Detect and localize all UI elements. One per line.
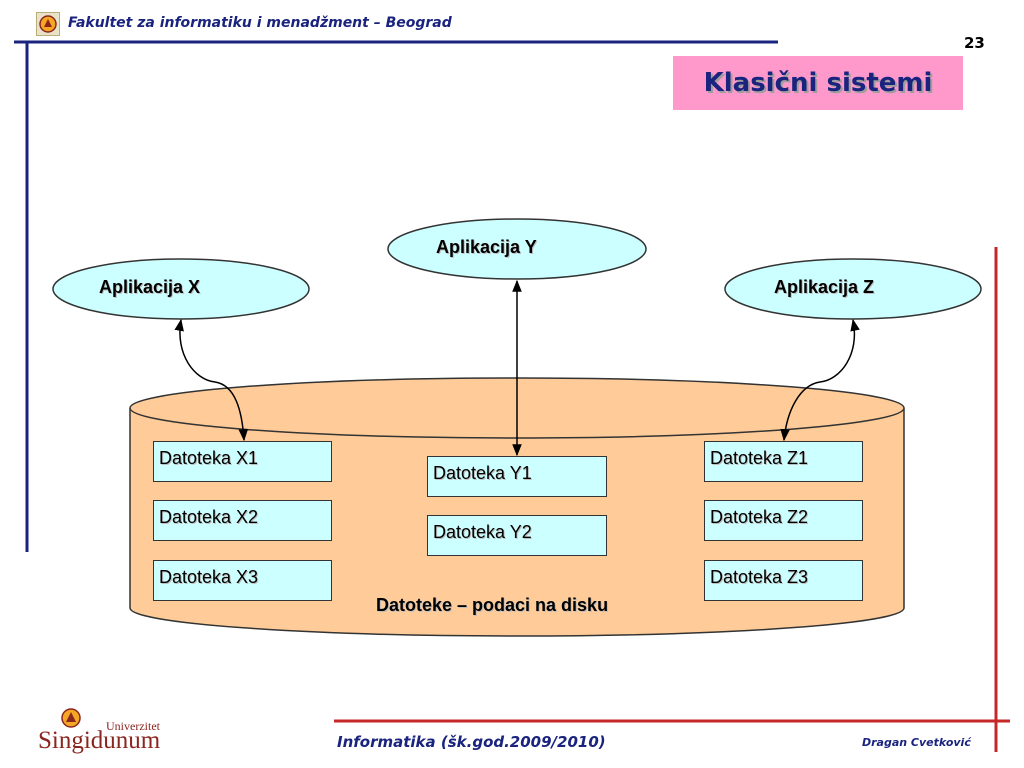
- app-y-ellipse: [387, 218, 647, 280]
- author-footer: Dragan Cvetković: [862, 736, 971, 749]
- brand-singidunum: Singidunum: [38, 727, 161, 754]
- file-x2-box: Datoteka X2: [153, 500, 332, 541]
- disk-label: Datoteke – podaci na disku: [376, 595, 609, 615]
- file-z1-box: Datoteka Z1: [704, 441, 863, 482]
- institution-header: Fakultet za informatiku i menadžment – B…: [68, 15, 452, 31]
- app-z-label: Aplikacija Z: [774, 277, 875, 297]
- connector-x-arrow: [174, 318, 249, 442]
- file-x1-box: Datoteka X1: [153, 441, 332, 482]
- slide-title-box: Klasični sistemi: [673, 56, 963, 110]
- slide-title: Klasični sistemi: [703, 68, 933, 98]
- page-number: 23: [964, 34, 985, 52]
- file-x3-box: Datoteka X3: [153, 560, 332, 601]
- university-logo-icon: [36, 12, 60, 36]
- file-y1-box: Datoteka Y1: [427, 456, 607, 497]
- app-x-label: Aplikacija X: [99, 277, 201, 297]
- connector-z-arrow: [780, 318, 860, 442]
- brand-univerzitet: Univerzitet: [106, 719, 160, 733]
- singidunum-logo-icon: [61, 708, 81, 728]
- course-footer: Informatika (šk.god.2009/2010): [337, 733, 606, 751]
- app-y-label: Aplikacija Y: [436, 237, 537, 257]
- file-y2-box: Datoteka Y2: [427, 515, 607, 556]
- file-z3-box: Datoteka Z3: [704, 560, 863, 601]
- file-z2-box: Datoteka Z2: [704, 500, 863, 541]
